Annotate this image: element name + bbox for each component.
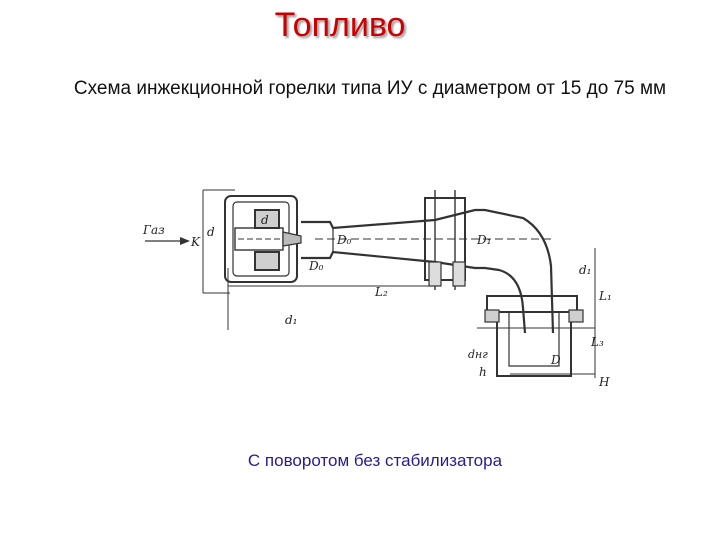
mixer-tube-lower-wall — [301, 250, 527, 334]
label-h-small: h — [479, 365, 487, 379]
label-l1: L₁ — [598, 289, 612, 303]
label-d-bottom: D — [550, 353, 561, 367]
flange-bolt-left — [428, 261, 442, 287]
label-l3: L₃ — [590, 335, 604, 349]
label-d-left: d — [207, 225, 215, 239]
label-d-zero: D₀ — [308, 259, 324, 273]
label-d-one: D₁ — [476, 233, 491, 247]
label-gas: Газ — [142, 223, 165, 237]
label-d: d — [261, 213, 269, 227]
pipe-flange — [424, 197, 466, 281]
burner-head-plate — [486, 295, 578, 313]
burner-head-body — [496, 312, 572, 377]
label-l2: L₂ — [374, 285, 388, 299]
injection-burner-diagram: Газ K d d D₀ D₀ D₁ L₂ d₁ d₁ L₁ L₃ dнг h … — [142, 189, 612, 389]
label-d1-bottom: d₁ — [579, 263, 592, 277]
flange-bolt-right — [452, 261, 466, 287]
diagram-caption: С поворотом без стабилизатора — [247, 451, 503, 470]
slide-title: Топливо — [274, 6, 406, 44]
slide-subtitle: Схема инжекционной горелки типа ИУ с диа… — [73, 78, 667, 99]
mixer-tube-upper-wall — [301, 208, 555, 334]
label-k: K — [190, 235, 201, 249]
label-d1-pipe: d₁ — [285, 313, 298, 327]
gas-nozzle — [282, 231, 302, 247]
label-d-ng: dнг — [468, 348, 488, 361]
label-h-big: H — [598, 375, 610, 389]
label-d-throat: D₀ — [336, 233, 352, 247]
